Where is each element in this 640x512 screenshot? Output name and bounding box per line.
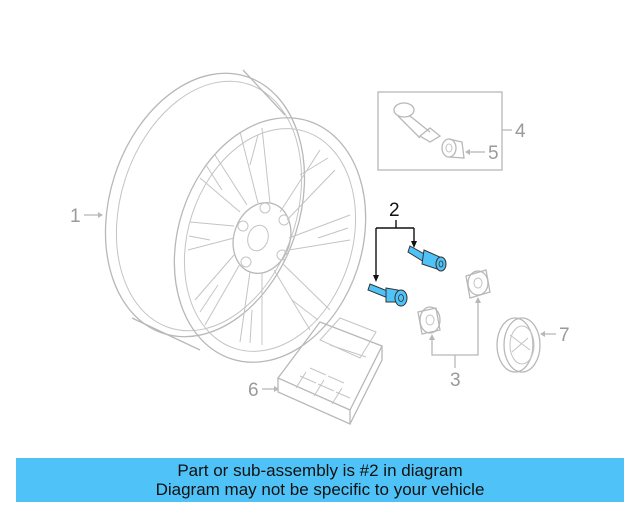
callout-3-arrowhead-b (475, 297, 481, 303)
valve-cap (441, 138, 465, 159)
callout-2-label: 2 (389, 200, 400, 221)
locking-nut-upper (465, 269, 491, 299)
wheel-bolt-lower (367, 283, 408, 307)
callout-6-arrowhead (274, 386, 279, 392)
callout-3-arrowhead-a (429, 334, 435, 340)
callout-3-leader (431, 300, 479, 368)
callout-1-label: 1 (70, 206, 81, 227)
callout-2-leader (375, 220, 415, 278)
tpms-valve-stem (393, 102, 442, 143)
info-banner: Part or sub-assembly is #2 in diagram Di… (16, 458, 624, 502)
center-cap (496, 317, 541, 373)
callout-4-label: 4 (515, 121, 526, 142)
locking-nut-lower (417, 306, 441, 335)
wheel-bolt-upper (407, 245, 447, 272)
alloy-wheel (104, 69, 367, 363)
parts-diagram: 1 4 5 2 (70, 69, 570, 426)
callout-1-arrowhead (98, 212, 103, 218)
callout-7-label: 7 (559, 325, 570, 346)
callout-5-arrowhead (465, 149, 470, 155)
callout-6-label: 6 (248, 380, 259, 401)
banner-line-disclaimer: Diagram may not be specific to your vehi… (155, 480, 485, 499)
callout-3-label: 3 (450, 370, 461, 391)
callout-5-label: 5 (488, 143, 499, 164)
wheel-lock-kit-case (276, 317, 383, 426)
valve-kit-box (377, 91, 503, 171)
banner-line-part: Part or sub-assembly is #2 in diagram (177, 461, 463, 480)
callout-7-arrowhead (540, 331, 545, 337)
callout-2-arrowhead-a (373, 275, 379, 282)
callout-2-arrowhead-b (411, 241, 417, 248)
